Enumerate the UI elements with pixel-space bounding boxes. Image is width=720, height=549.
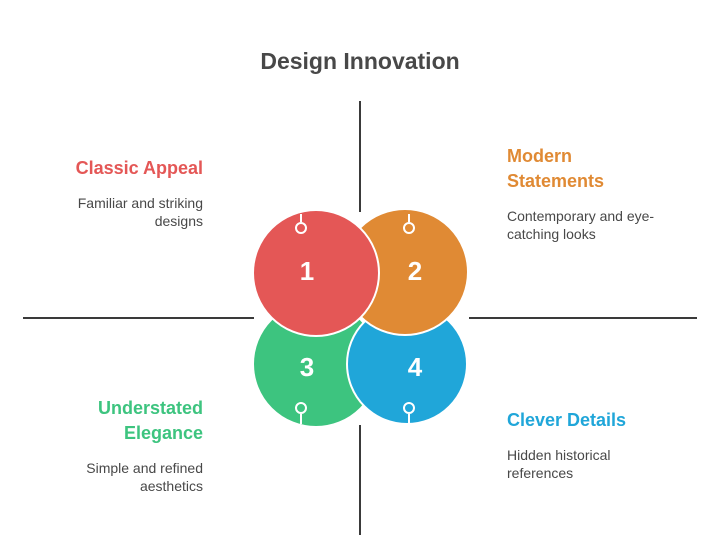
- segment-4-block: Clever Details Hidden historical referen…: [507, 408, 677, 482]
- segment-2-description-line: Contemporary and eye-: [507, 208, 655, 224]
- segment-number-3: 3: [300, 352, 314, 382]
- segment-1-description: Familiar and striking designs: [43, 194, 203, 230]
- segment-1-block: Classic Appeal Familiar and striking des…: [43, 156, 203, 230]
- segment-1-description-line: Familiar and striking: [77, 195, 203, 211]
- segment-number-1: 1: [300, 256, 314, 286]
- segment-4-description-line: references: [507, 465, 574, 481]
- segment-3-description: Simple and refined aesthetics: [43, 459, 203, 495]
- segment-2-description-line: catching looks: [507, 226, 596, 242]
- segment-number-2: 2: [408, 256, 422, 286]
- segment-1-description-line: designs: [154, 213, 203, 229]
- circle-1: [252, 209, 380, 337]
- segment-1-heading-line: Classic Appeal: [75, 158, 203, 178]
- segment-3-heading-line: Elegance: [123, 423, 203, 443]
- segment-4-heading: Clever Details: [507, 408, 677, 433]
- segment-3-block: Understated Elegance Simple and refined …: [43, 396, 203, 495]
- segment-2-heading-line: Statements: [507, 171, 605, 191]
- segment-4-heading-line: Clever Details: [507, 410, 627, 430]
- segment-2-heading-line: Modern: [507, 146, 572, 166]
- connector-ring-1: [295, 222, 307, 234]
- segment-3-heading: Understated Elegance: [43, 396, 203, 446]
- connector-ring-2: [403, 222, 415, 234]
- segment-2-heading: Modern Statements: [507, 144, 677, 194]
- segment-number-4: 4: [408, 352, 423, 382]
- connector-ring-3: [295, 402, 307, 414]
- segment-3-description-line: Simple and refined: [86, 460, 203, 476]
- diagram-title: Design Innovation: [260, 48, 460, 74]
- segment-2-block: Modern Statements Contemporary and eye- …: [507, 144, 677, 243]
- segment-3-description-line: aesthetics: [139, 478, 203, 494]
- segment-2-description: Contemporary and eye- catching looks: [507, 207, 677, 243]
- segment-4-description: Hidden historical references: [507, 446, 677, 482]
- segment-3-heading-line: Understated: [97, 398, 203, 418]
- segment-4-description-line: Hidden historical: [507, 447, 611, 463]
- connector-ring-4: [403, 402, 415, 414]
- segment-1-heading: Classic Appeal: [43, 156, 203, 181]
